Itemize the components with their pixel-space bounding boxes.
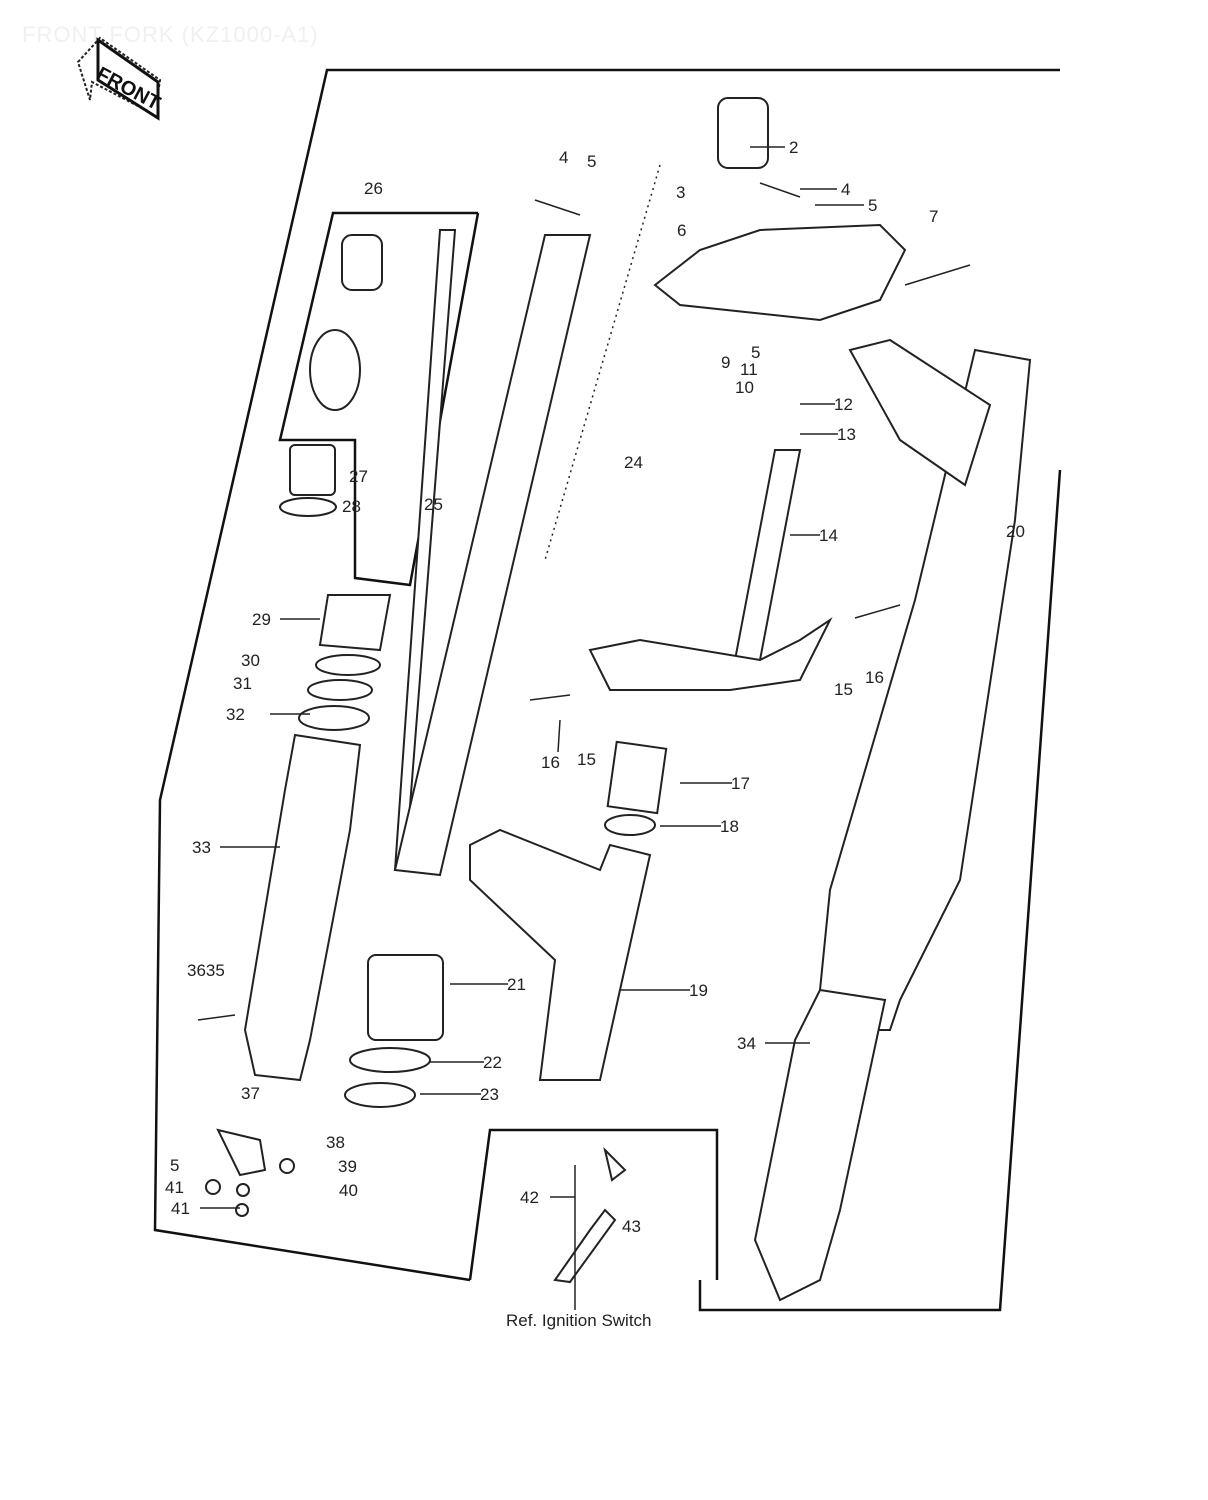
diagram-title: FRONT FORK (KZ1000-A1) <box>22 22 319 47</box>
callout-42: 42 <box>520 1188 539 1207</box>
callout-3: 3 <box>676 183 685 202</box>
callout-14: 14 <box>819 526 838 545</box>
callout-24: 24 <box>624 453 643 472</box>
callout-40: 40 <box>339 1181 358 1200</box>
front-arrow-icon: FRONT <box>76 36 164 121</box>
callout-16: 16 <box>865 668 884 687</box>
callout-20: 20 <box>1006 522 1025 541</box>
callout-41: 41 <box>165 1178 184 1197</box>
callout-30: 30 <box>241 651 260 670</box>
callout-31: 31 <box>233 674 252 693</box>
callout-5: 5 <box>587 152 596 171</box>
diagram-border <box>153 68 1062 1312</box>
callout-5: 5 <box>170 1156 179 1175</box>
callout-32: 32 <box>226 705 245 724</box>
callout-labels: 2 4 5 3 4 5 7 6 26 5 9 11 10 12 13 24 14… <box>165 138 1025 1330</box>
callout-15: 15 <box>577 750 596 769</box>
ignition-switch-caption: Ref. Ignition Switch <box>506 1311 652 1330</box>
callout-28: 28 <box>342 497 361 516</box>
callout-26: 26 <box>364 179 383 198</box>
callout-27: 27 <box>349 467 368 486</box>
callout-22: 22 <box>483 1053 502 1072</box>
callout-17: 17 <box>731 774 750 793</box>
callout-11: 11 <box>740 360 758 379</box>
callout-37: 37 <box>241 1084 260 1103</box>
callout-16: 16 <box>541 753 560 772</box>
callout-39: 39 <box>338 1157 357 1176</box>
callout-2: 2 <box>789 138 798 157</box>
callout-25: 25 <box>424 495 443 514</box>
callout-7: 7 <box>929 207 938 226</box>
callout-19: 19 <box>689 981 708 1000</box>
callout-29: 29 <box>252 610 271 629</box>
callout-5: 5 <box>751 343 760 362</box>
callout-38: 38 <box>326 1133 345 1152</box>
callout-10: 10 <box>735 378 754 397</box>
callout-12: 12 <box>834 395 853 414</box>
callout-23: 23 <box>480 1085 499 1104</box>
fork-spring <box>544 164 661 561</box>
callout-4: 4 <box>559 148 568 167</box>
callout-3635: 3635 <box>187 961 225 980</box>
callout-41: 41 <box>171 1199 190 1218</box>
callout-4: 4 <box>841 180 850 199</box>
callout-34: 34 <box>737 1034 756 1053</box>
callout-43: 43 <box>622 1217 641 1236</box>
callout-33: 33 <box>192 838 211 857</box>
callout-13: 13 <box>837 425 856 444</box>
callout-21: 21 <box>507 975 526 994</box>
callout-18: 18 <box>720 817 739 836</box>
leader-lines <box>200 146 864 1310</box>
callout-6: 6 <box>677 221 686 240</box>
callout-15: 15 <box>834 680 853 699</box>
callout-5: 5 <box>868 196 877 215</box>
fork-parts <box>197 97 1032 1302</box>
callout-9: 9 <box>721 353 730 372</box>
